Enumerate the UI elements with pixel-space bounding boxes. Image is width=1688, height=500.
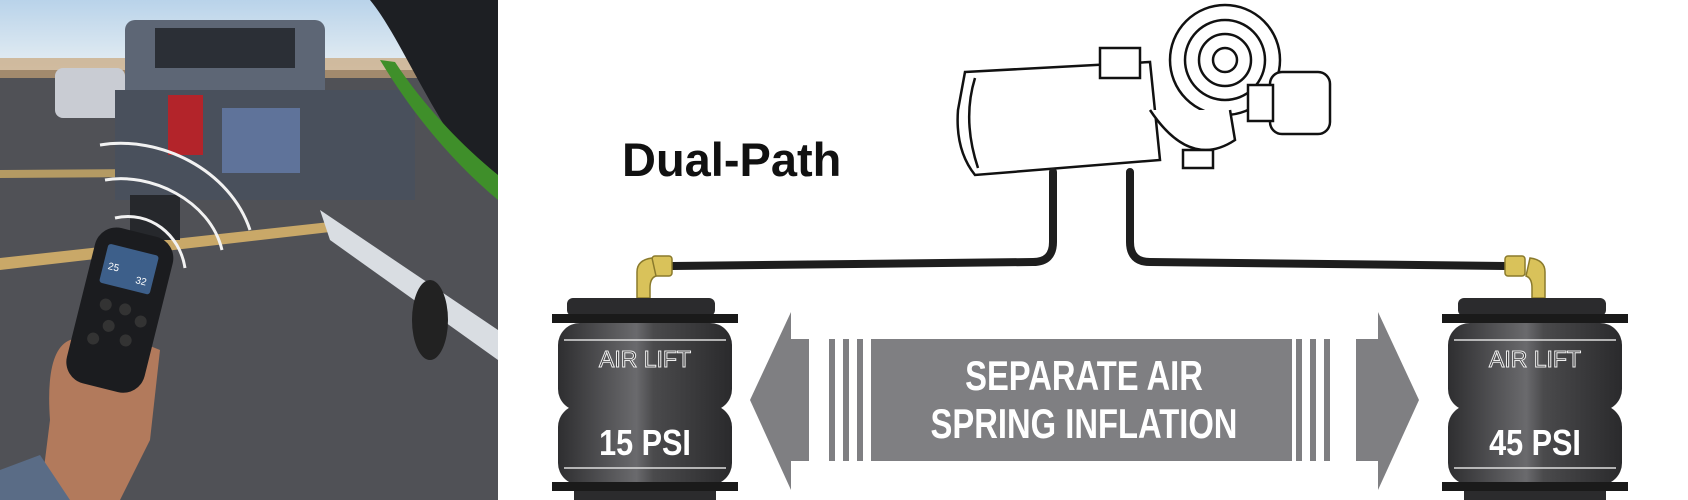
remote-control: 25 32 <box>66 227 174 393</box>
hose-right <box>1126 168 1509 270</box>
compressor-icon <box>956 3 1332 177</box>
double-arrow-icon <box>750 312 1419 490</box>
wireless-signal-icon <box>99 141 252 269</box>
title: Dual-Path <box>622 133 841 186</box>
spring-brand-label: AIR LIFT <box>1489 346 1581 372</box>
pickup-truck <box>115 20 415 240</box>
background-car <box>55 68 125 118</box>
trailer-frame <box>320 210 498 360</box>
fitting-right-icon <box>1504 255 1546 299</box>
photo-remote-towing-scene: 25 32 <box>0 0 498 500</box>
spring-pressure-label: 45 PSI <box>1489 424 1581 464</box>
remote-screen <box>99 244 159 295</box>
cooler <box>222 108 300 173</box>
remote-right-pressure: 32 <box>134 275 148 288</box>
spring-pressure-label: 15 PSI <box>599 424 691 464</box>
banner-line-2: SPRING INFLATION <box>931 400 1238 447</box>
fitting-left-icon <box>636 255 673 299</box>
air-hoses <box>669 168 1509 270</box>
banner-line-1: SEPARATE AIR <box>965 352 1203 399</box>
spring-brand-label: AIR LIFT <box>599 346 691 372</box>
hose-left <box>669 168 1057 270</box>
air-spring-right: AIR LIFT 45 PSI <box>1442 298 1628 500</box>
air-spring-left: AIR LIFT 15 PSI <box>552 298 738 500</box>
remote-left-pressure: 25 <box>107 261 121 274</box>
